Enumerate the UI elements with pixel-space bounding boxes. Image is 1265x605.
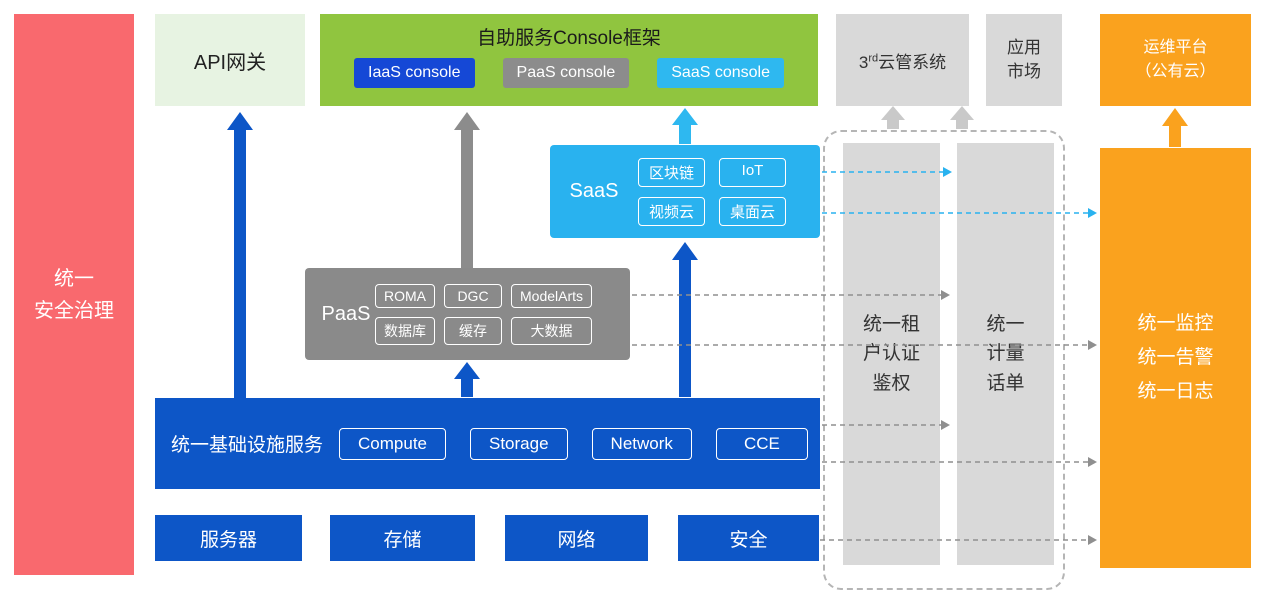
paas-chip-modelarts: ModelArts — [511, 283, 593, 308]
console-framework-box: 自助服务Console框架 IaaS console PaaS console … — [320, 14, 818, 106]
arrow-paas-to-console — [454, 112, 480, 268]
iaas-chip-storage: Storage — [470, 427, 568, 460]
third-party-cloud-label: 3rd云管系统 — [858, 51, 947, 72]
saas-chip-iot: IoT — [719, 157, 787, 187]
security-governance-panel: 统一 安全治理 — [14, 14, 134, 575]
arrow-iaas-to-saas — [672, 242, 698, 397]
paas-box: PaaS ROMA DGC ModelArts 数据库 缓存 大数据 — [305, 268, 630, 360]
paas-chip-roma: ROMA — [375, 283, 435, 308]
arrow-monitoring-to-om — [1162, 108, 1188, 147]
saas-chip-grid: 区块链 IoT 视频云 桌面云 — [638, 157, 787, 226]
iaas-chip-cce: CCE — [715, 427, 808, 460]
iaas-label: 统一基础设施服务 — [171, 435, 324, 456]
saas-console-button: SaaS console — [657, 58, 784, 88]
arrow-iaas-to-api-gateway — [227, 112, 253, 398]
iaas-console-button: IaaS console — [354, 58, 475, 88]
monitoring-box: 统一监控 统一告警 统一日志 — [1100, 148, 1251, 568]
arrowhead-iaas-to-monitoring — [1088, 457, 1097, 467]
saas-chip-desktop-cloud: 桌面云 — [719, 196, 787, 226]
paas-chip-dgc: DGC — [444, 283, 502, 308]
arrowhead-paas-to-monitoring — [1088, 340, 1097, 350]
iaas-chip-row: Compute Storage Network CCE — [339, 427, 808, 460]
arrow-auth-to-third-party — [881, 106, 905, 129]
arrowhead-hardware-to-monitoring — [1088, 535, 1097, 545]
console-framework-title: 自助服务Console框架 — [477, 28, 661, 49]
third-party-cloud-box: 3rd云管系统 — [836, 14, 969, 106]
iaas-box: 统一基础设施服务 Compute Storage Network CCE — [155, 398, 820, 489]
saas-chip-blockchain: 区块链 — [638, 157, 706, 187]
saas-chip-video-cloud: 视频云 — [638, 196, 706, 226]
hardware-security-box: 安全 — [678, 515, 819, 561]
saas-box: SaaS 区块链 IoT 视频云 桌面云 — [550, 145, 820, 238]
app-market-box: 应用 市场 — [986, 14, 1062, 106]
arrow-iaas-to-paas — [454, 362, 480, 397]
paas-chip-grid: ROMA DGC ModelArts 数据库 缓存 大数据 — [375, 283, 593, 345]
console-button-row: IaaS console PaaS console SaaS console — [354, 58, 784, 88]
paas-chip-cache: 缓存 — [444, 316, 502, 345]
auth-metering-dashed-container — [823, 130, 1065, 590]
metering-box: 统一 计量 话单 — [957, 143, 1054, 565]
paas-label: PaaS — [321, 302, 371, 325]
arrow-saas-to-console — [672, 108, 698, 144]
iaas-chip-compute: Compute — [339, 427, 446, 460]
arrow-metering-to-third-party — [950, 106, 974, 129]
hardware-storage-box: 存储 — [330, 515, 475, 561]
arrowhead-saas-to-monitoring — [1088, 208, 1097, 218]
saas-label: SaaS — [569, 180, 619, 202]
paas-console-button: PaaS console — [502, 58, 630, 88]
hardware-server-box: 服务器 — [155, 515, 302, 561]
api-gateway-box: API网关 — [155, 14, 305, 106]
iaas-chip-network: Network — [591, 427, 692, 460]
paas-chip-bigdata: 大数据 — [511, 316, 593, 345]
paas-chip-database: 数据库 — [375, 316, 435, 345]
om-platform-box: 运维平台 （公有云） — [1100, 14, 1251, 106]
hardware-network-box: 网络 — [505, 515, 648, 561]
tenant-auth-box: 统一租 户认证 鉴权 — [843, 143, 940, 565]
